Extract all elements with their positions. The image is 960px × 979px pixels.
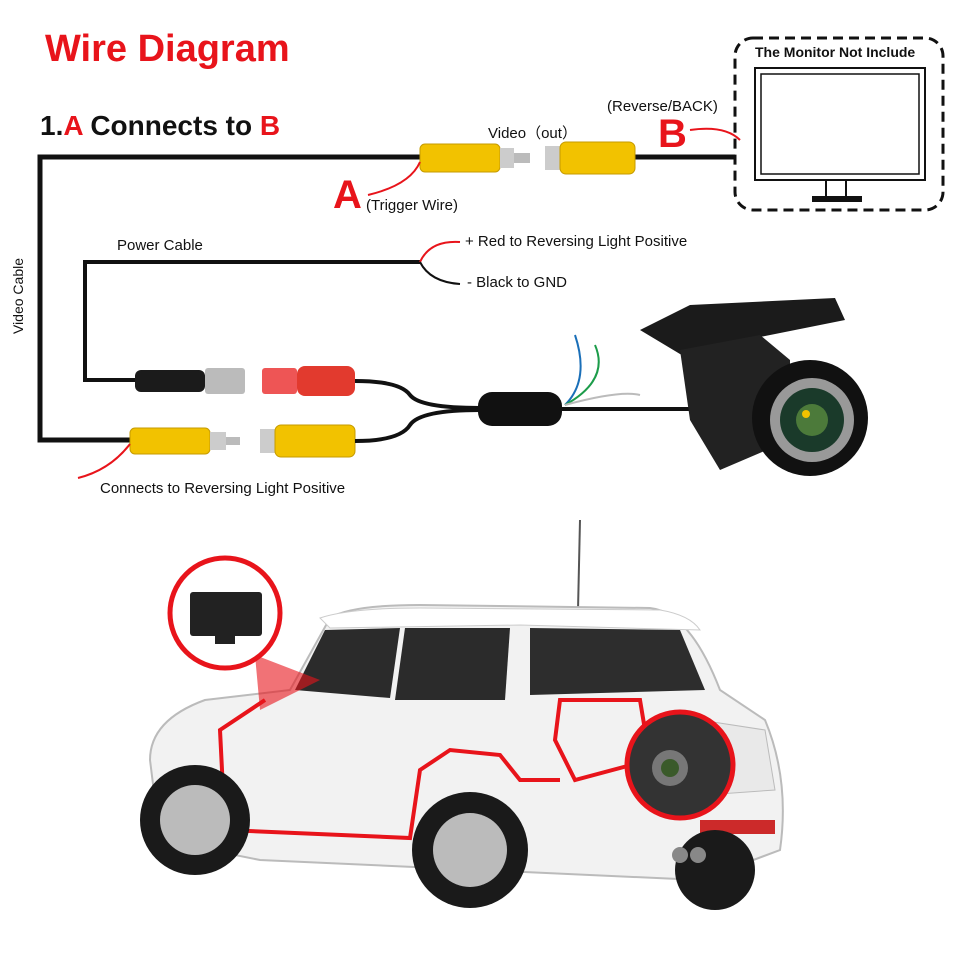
camera-callout-circle	[624, 709, 736, 821]
reversing-light-label: Connects to Reversing Light Positive	[100, 480, 346, 497]
monitor-dashed-box	[733, 36, 945, 212]
reverse-back-label: (Reverse/BACK)	[607, 98, 718, 115]
power-cable	[83, 260, 420, 382]
dc-power-female-plug	[262, 366, 355, 396]
rca-male-connector-a	[419, 143, 530, 173]
letter-a: A	[333, 173, 362, 217]
letter-b: B	[658, 112, 687, 156]
monitor-callout-circle	[167, 555, 283, 671]
step-middle: Connects to	[82, 110, 260, 141]
page-title: Wire Diagram	[45, 28, 290, 70]
step-prefix: 1.	[40, 110, 64, 141]
monitor-not-included-label: The Monitor Not Include	[755, 44, 916, 60]
monitor-icon	[754, 67, 926, 202]
reverse-camera-product	[640, 298, 868, 476]
step-from: A	[63, 110, 83, 141]
power-cable-label: Power Cable	[117, 237, 203, 254]
step-heading: 1.A Connects to B	[40, 110, 280, 142]
step-to: B	[259, 110, 281, 141]
rca-female-connector-lower	[260, 424, 356, 458]
trigger-wire-label: (Trigger Wire)	[366, 197, 458, 214]
red-wire-label: + Red to Reversing Light Positive	[465, 233, 688, 250]
video-out-label: Video（out）	[488, 125, 577, 142]
cable-junction-box	[478, 392, 562, 426]
car-illustration	[140, 519, 784, 910]
rca-female-connector-b	[545, 141, 636, 175]
video-cable-label: Video Cable	[10, 257, 27, 335]
black-wire-label: - Black to GND	[467, 274, 568, 291]
video-cable	[37, 154, 420, 443]
rca-male-connector-lower	[129, 427, 240, 455]
dc-power-male-plug	[135, 368, 245, 394]
